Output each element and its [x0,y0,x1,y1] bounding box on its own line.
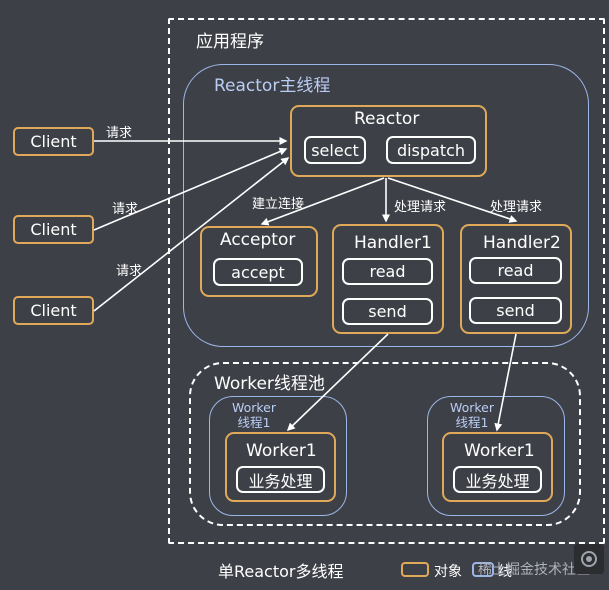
worker1-object-right [442,432,553,502]
worker-pool-box [189,362,581,526]
worker-thread-1-label-line1: Worker [231,400,277,415]
worker1-title-right: Worker1 [464,441,535,461]
reactor-object [290,105,487,177]
business-process-right: 业务处理 [453,466,542,493]
handler1-object [332,224,444,334]
reactor-to-acceptor-arrow [260,177,385,226]
select-method: select [304,136,366,164]
worker-thread-1-label: Worker 线程1 [228,400,280,430]
client-2-to-reactor-arrow [93,147,288,231]
legend-object-label: 对象 [434,564,462,580]
handler1-send-method: send [342,298,433,325]
client-3-to-reactor-arrow [93,157,290,312]
client-3: Client [13,296,94,325]
handler1-read-method: read [342,258,433,285]
worker-thread-1-box [209,396,347,516]
dispatch-method: dispatch [386,136,476,164]
legend-thread-label: 线 [498,564,512,580]
reactor-main-thread-title: Reactor主线程 [214,76,331,96]
handler1-title: Handler1 [354,233,432,253]
handler2-read-method: read [469,257,562,284]
handler2-send-method: send [469,297,562,324]
acceptor-object [200,226,318,297]
handle-request-label-1: 处理请求 [394,200,447,215]
worker-thread-2-label-line1: Worker [449,400,495,415]
worker-thread-2-label: Worker 线程1 [446,400,498,430]
client-1: Client [13,127,94,156]
legend-thread-swatch [472,562,494,577]
establish-connection-label: 建立连接 [252,197,305,212]
reactor-main-thread-box [183,64,589,347]
acceptor-title: Acceptor [220,230,296,250]
worker-pool-title: Worker线程池 [214,374,325,394]
legend-object-swatch [401,562,429,577]
worker1-object-left [225,432,336,502]
client-1-request-label: 请求 [106,126,133,141]
client-3-request-label: 请求 [116,264,143,279]
accept-method: accept [213,258,303,286]
handler1-to-worker-left-arrow [286,333,389,432]
watermark-logo-icon [574,544,604,574]
watermark-text: 稀土掘金技术社区 [478,562,590,578]
handle-request-label-2: 处理请求 [490,200,543,215]
business-process-left: 业务处理 [236,466,325,493]
worker-thread-2-box [427,396,565,516]
handler2-object [460,224,572,334]
worker1-title-left: Worker1 [246,441,317,461]
handler2-title: Handler2 [483,233,561,253]
handler2-to-worker-right-arrow [494,333,517,432]
client-2-request-label: 请求 [112,202,139,217]
reactor-to-handler2-arrow [387,177,518,223]
application-box [168,18,605,544]
diagram-caption: 单Reactor多线程 [218,562,344,581]
client-2: Client [13,215,94,244]
application-title: 应用程序 [196,32,264,52]
worker-thread-2-label-line2: 线程1 [455,415,489,430]
worker-thread-1-label-line2: 线程1 [237,415,271,430]
reactor-title: Reactor [354,109,420,129]
